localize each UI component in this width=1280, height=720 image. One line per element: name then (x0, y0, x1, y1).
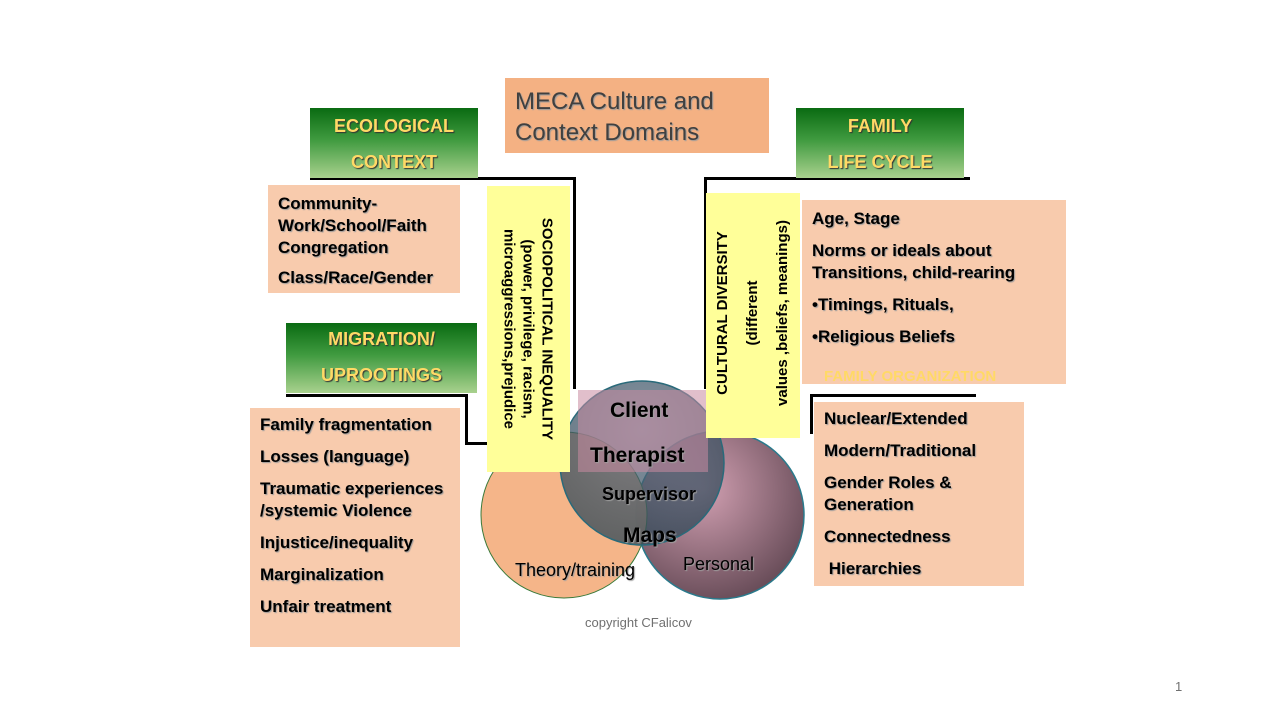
sociopolitical-text: SOCIOPOLITICAL INEQUALITY (power, privil… (500, 218, 557, 440)
cultural-line: values ,beliefs, meanings) (774, 220, 791, 406)
migration-item: Family fragmentation (260, 415, 432, 434)
slide-title-line1: MECA Culture and (515, 88, 714, 115)
venn-client-label: Client (610, 399, 669, 422)
venn-diagram (480, 380, 805, 600)
slide-title-line2: Context Domains (515, 119, 700, 146)
migration-connector-h (286, 394, 467, 397)
sociopolitical-strip (487, 186, 570, 472)
famorg-item: Gender Roles & Generation (824, 473, 952, 514)
migration-item: Marginalization (260, 565, 384, 584)
cultural-diversity-text: CULTURAL DIVERSITY (different values ,be… (708, 220, 798, 406)
famorg-item: Nuclear/Extended (824, 409, 968, 428)
cultural-line: (different (744, 280, 761, 346)
ecological-header-line2: CONTEXT (350, 152, 437, 172)
ecological-items-box: Community-Work/School/Faith Congregation… (268, 185, 460, 293)
sociopolitical-line: (power, privilege, racism, (519, 239, 537, 419)
family-connector-h (706, 177, 970, 180)
migration-item: Unfair treatment (260, 597, 392, 616)
venn-supervisor-label: Supervisor (602, 484, 697, 504)
migration-header: MIGRATION/ UPROOTINGS (286, 323, 477, 393)
family-item: •Religious Beliefs (812, 327, 955, 346)
migration-item: Losses (language) (260, 447, 410, 466)
sociopolitical-line: SOCIOPOLITICAL INEQUALITY (538, 217, 556, 441)
ecological-item: Class/Race/Gender (278, 268, 433, 287)
cultural-diversity-strip (706, 193, 800, 438)
family-organization-header: FAMILY ORGANIZATION (824, 368, 997, 385)
famorg-item: Modern/Traditional (824, 441, 977, 460)
migration-item: Injustice/inequality (260, 533, 414, 552)
family-header-line2: LIFE CYCLE (827, 152, 933, 172)
famorg-item: Hierarchies (824, 559, 922, 578)
migration-connector-h2 (465, 442, 487, 445)
cultural-line: CULTURAL DIVERSITY (714, 231, 731, 395)
sociopolitical-line: microaggressions,prejudice (500, 228, 518, 430)
family-header-line1: FAMILY (847, 116, 913, 136)
ecological-header: ECOLOGICAL CONTEXT (310, 108, 478, 178)
ecological-header-line1: ECOLOGICAL (334, 116, 454, 136)
migration-header-line1: MIGRATION/ (328, 329, 435, 349)
family-item: •Timings, Rituals, (812, 295, 954, 314)
family-life-cycle-box: Age, Stage Norms or ideals about Transit… (802, 200, 1066, 384)
ecological-connector-v (573, 177, 576, 389)
venn-maps-label: Maps (623, 524, 677, 547)
ecological-connector-h (310, 177, 576, 180)
migration-connector-v (465, 394, 468, 444)
copyright-text: copyright CFalicov (585, 615, 692, 630)
slide-title: MECA Culture and Context Domains (505, 78, 769, 153)
family-life-cycle-header: FAMILY LIFE CYCLE (796, 108, 964, 178)
venn-theory-label: Theory/training (515, 560, 636, 580)
family-item: Norms or ideals about Transitions, child… (812, 241, 1016, 282)
migration-header-line2: UPROOTINGS (320, 365, 442, 385)
slide-number: 1 (1175, 679, 1183, 694)
venn-highlight (578, 390, 708, 472)
famorg-connector-h (812, 394, 976, 397)
migration-item: Traumatic experiences /systemic Violence (260, 479, 444, 520)
ecological-item: Community-Work/School/Faith Congregation (278, 194, 427, 257)
venn-therapist-label: Therapist (590, 444, 685, 467)
famorg-connector-v (810, 394, 813, 434)
migration-items-box: Family fragmentation Losses (language) T… (250, 408, 460, 647)
family-connector-v (704, 177, 707, 389)
family-organization-box: Nuclear/Extended Modern/Traditional Gend… (814, 402, 1024, 586)
venn-personal-label: Personal (683, 554, 755, 574)
family-item: Age, Stage (812, 209, 900, 228)
famorg-item: Connectedness (824, 527, 951, 546)
